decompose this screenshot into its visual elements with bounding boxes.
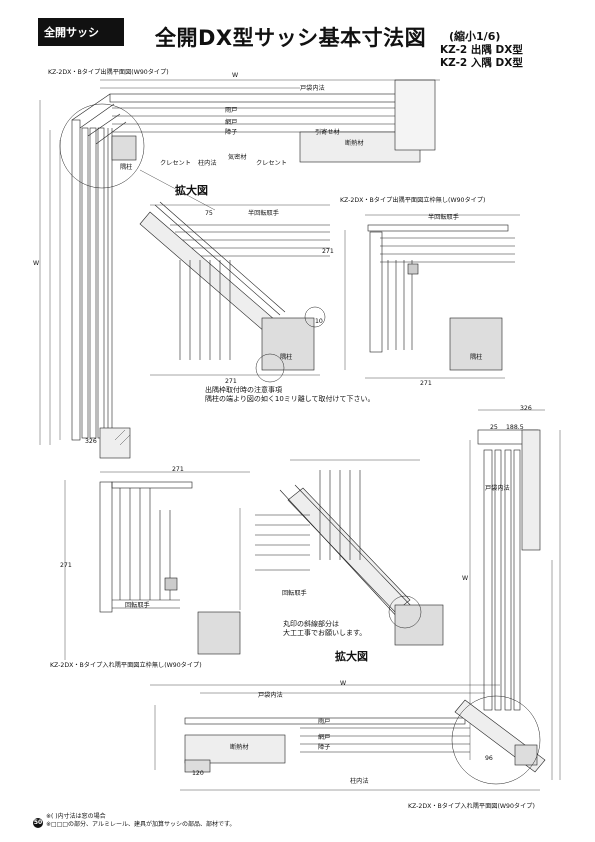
scale-label: (縮小1/6)	[449, 30, 501, 43]
enlarge-label-1: 拡大図	[175, 184, 208, 197]
model-list: KZ-2 出隅 DX型 KZ-2 入隅 DX型	[440, 44, 523, 70]
dim-271-d: 271	[172, 466, 184, 473]
label-half-handle-2: 半回転取手	[428, 214, 459, 221]
inner-plan-vertical	[469, 409, 561, 780]
diag-note-line1: 丸印の斜線部分は	[283, 620, 339, 628]
label-shoji-2: 障子	[318, 744, 331, 751]
attach-note-title: 出隅枠取付時の注意事項	[205, 386, 282, 394]
label-sash-inner-3: 戸袋内法	[258, 692, 283, 699]
label-amado: 雨戸	[225, 107, 238, 114]
dim-120: 120	[192, 770, 204, 777]
label-pillar-inner-2: 柱内法	[350, 778, 369, 785]
dim-w-top: W	[232, 72, 239, 79]
label-heat-insul-2: 断熱材	[230, 744, 249, 751]
model-inner: KZ-2 入隅 DX型	[440, 57, 523, 69]
label-crescent-2: クレセント	[256, 160, 287, 167]
caption-outer-plan: KZ-2DX・Bタイプ出隅平面図(W90タイプ)	[48, 69, 169, 76]
section-tag: 全開サッシ	[44, 26, 99, 39]
label-post-3: 隅柱	[470, 354, 483, 361]
dim-w-bottom: W	[340, 680, 347, 687]
label-airtight: 気密材	[228, 154, 247, 161]
attach-note-body: 隅柱の端より図の如く10ミリ離して取付けて下さい。	[205, 395, 375, 403]
label-amido: 網戸	[225, 119, 238, 126]
dim-75: 75	[205, 210, 213, 217]
model-outer: KZ-2 出隅 DX型	[440, 44, 523, 56]
label-hinge-handle: 回転取手	[125, 602, 150, 609]
outer-frameless-drawing	[344, 214, 520, 379]
diag-note-line2: 大工工事でお願いします。	[283, 629, 367, 637]
page-title: 全開DX型サッシ基本寸法図	[155, 26, 427, 50]
label-hinge-handle-2: 回転取手	[282, 590, 307, 597]
enlarge-label-2: 拡大図	[335, 650, 368, 663]
dim-271-a: 271	[322, 248, 334, 255]
dim-10: 10	[315, 318, 323, 325]
dim-271-b: 271	[225, 378, 237, 385]
caption-outer-frameless: KZ-2DX・Bタイプ出隅平面図立枠無し(W90タイプ)	[340, 197, 486, 204]
dim-w-left: W	[33, 260, 40, 267]
section-tag-bar	[38, 18, 124, 46]
label-crescent: クレセント	[160, 160, 191, 167]
dim-188: 188.5	[506, 424, 524, 431]
enlarged-inner-drawing	[239, 459, 444, 646]
dim-w-right: W	[462, 575, 469, 582]
footnote-2: ※□□□の部分、アルミレール、建具が加算サッシの部品、部材です。	[46, 821, 236, 828]
dim-326-b: 326	[520, 405, 532, 412]
outer-plan-drawing	[39, 79, 440, 459]
caption-inner-plan: KZ-2DX・Bタイプ入れ隅平面図(W90タイプ)	[408, 803, 535, 810]
caption-inner-frameless: KZ-2DX・Bタイプ入れ隅平面図立枠無し(W90タイプ)	[50, 662, 202, 669]
label-shoji: 障子	[225, 129, 238, 136]
dim-96: 96	[485, 755, 493, 762]
label-amido-2: 網戸	[318, 734, 331, 741]
label-sash-inner-2: 戸袋内法	[485, 485, 510, 492]
dim-271-e: 271	[60, 562, 72, 569]
dim-25: 25	[490, 424, 498, 431]
label-sash-inner: 戸袋内法	[300, 85, 325, 92]
footnotes: ※( )内寸法は窓の場合 ※□□□の部分、アルミレール、建具が加算サッシの部品、…	[46, 813, 235, 829]
inner-frameless-drawing	[64, 471, 250, 660]
label-post-2: 隅柱	[280, 354, 293, 361]
diag-note: 丸印の斜線部分は 大工工事でお願いします。	[283, 620, 366, 638]
attach-note: 出隅枠取付時の注意事項 隅柱の端より図の如く10ミリ離して取付けて下さい。	[205, 386, 375, 404]
label-pillar-inner: 柱内法	[198, 160, 217, 167]
footnote-1: ※( )内寸法は窓の場合	[46, 813, 106, 820]
page-number: 50	[33, 818, 43, 828]
label-post: 隅柱	[120, 164, 133, 171]
label-half-handle: 半回転取手	[248, 210, 279, 217]
inner-plan-horizontal	[150, 684, 546, 791]
label-kanamono: 引寄せ材	[315, 129, 340, 136]
label-heat-insul: 断熱材	[345, 140, 364, 147]
label-amado-2: 雨戸	[318, 718, 331, 725]
enlarged-outer-drawing	[139, 201, 330, 383]
dim-326: 326	[85, 438, 97, 445]
dim-271-c: 271	[420, 380, 432, 387]
